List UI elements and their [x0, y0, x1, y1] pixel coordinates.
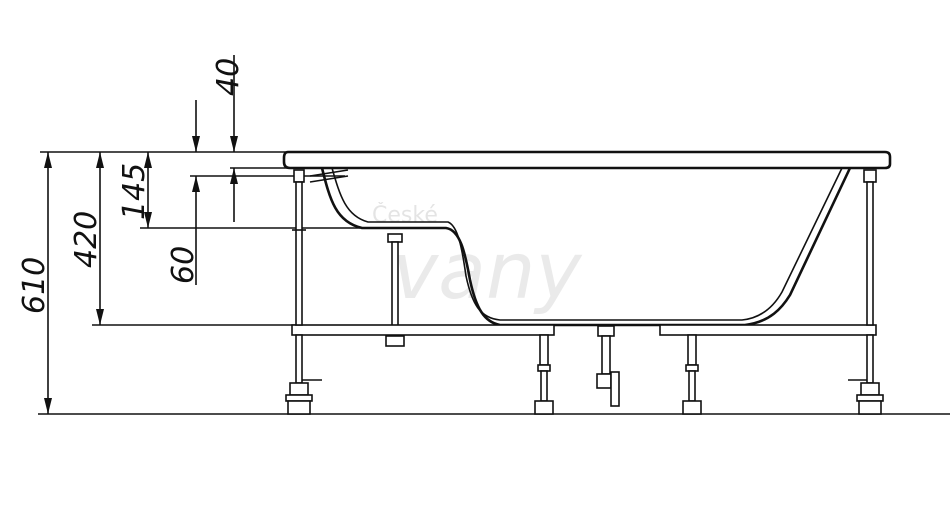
watermark: České vany	[372, 202, 583, 317]
dimension-label-40: 40	[211, 58, 246, 96]
left-support-leg	[285, 169, 322, 415]
bathtub-shell-outer	[320, 167, 852, 327]
dimension-label-60: 60	[166, 246, 201, 284]
rim-lip-2	[309, 169, 349, 177]
dimension-label-145: 145	[117, 163, 152, 220]
dimension-label-610: 610	[17, 257, 52, 314]
frame-beams	[291, 324, 877, 336]
siphon-drain	[596, 325, 620, 407]
dimension-40: 40	[211, 55, 246, 222]
middle-foot-right	[682, 334, 702, 415]
watermark-line2: vany	[392, 227, 583, 317]
middle-foot-left	[534, 334, 554, 415]
dimension-610: 610	[17, 152, 52, 414]
bathtub-shell-inner	[331, 167, 843, 321]
right-support-leg	[848, 169, 884, 415]
rim-lip	[309, 175, 349, 183]
bathtub-rim	[282, 150, 892, 170]
dimension-60: 60	[166, 100, 201, 285]
dimension-420: 420	[69, 152, 104, 325]
watermark-line1: České	[372, 202, 438, 228]
dimension-label-420: 420	[69, 211, 104, 268]
extension-lines	[40, 151, 360, 326]
dimension-145: 145	[117, 152, 152, 228]
